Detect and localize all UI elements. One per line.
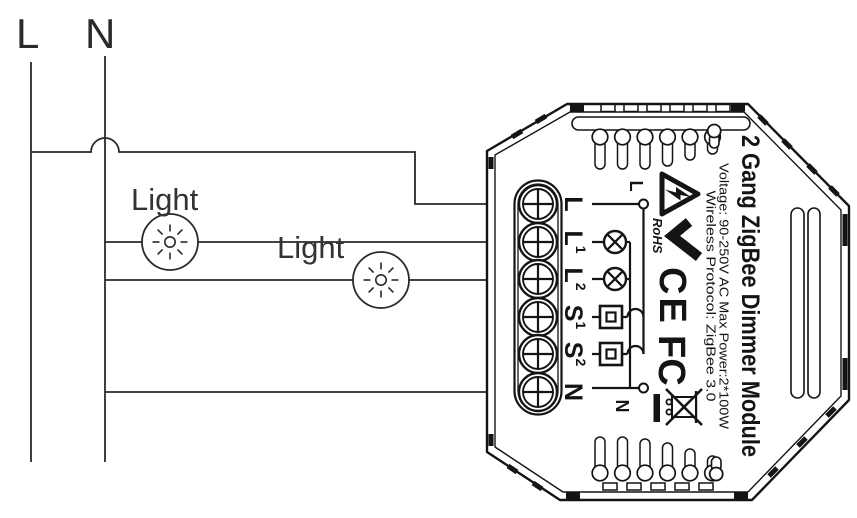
module-outline-inner [494, 111, 842, 493]
live-label: L [16, 10, 39, 57]
checkmark-icon [663, 218, 703, 261]
protocol-spec: Wireless Protocol: ZigBee 3.0 [704, 191, 718, 402]
mount-keyhole-bottom [708, 456, 724, 482]
certification-icons: RoHS CE FC [650, 171, 703, 426]
push-button-icon [592, 341, 645, 367]
bottom-edge-tabs [602, 482, 714, 491]
neutral-label: N [85, 10, 115, 57]
edge-notches [488, 104, 848, 500]
push-button-icon [592, 304, 645, 330]
schematic-neutral-label: N [612, 400, 632, 413]
terminal-block: L L1 L2 S1 S2 N [513, 179, 589, 416]
top-vent-slot [571, 116, 751, 131]
warning-triangle-icon [659, 171, 701, 217]
lamp-icon [592, 266, 630, 292]
internal-schematic [592, 198, 649, 394]
voltage-spec: Voltage: 90-250V AC Max Power:2*100W [717, 163, 731, 429]
schematic-live-label: L [626, 181, 646, 192]
screw-terminal [517, 183, 559, 225]
module-title: 2 Gang ZigBee Dimmer Module [736, 135, 764, 457]
light-symbol-2: Light [277, 230, 410, 309]
live-wire-to-module [31, 137, 490, 205]
connection-node [638, 382, 649, 394]
side-vent-slots [790, 207, 821, 399]
ce-mark-icon: CE [651, 267, 693, 326]
screw-terminal [517, 221, 559, 263]
wire-hop-arc [626, 307, 645, 318]
terminal-label: S1 [559, 305, 589, 330]
wire-hop-arc [626, 344, 645, 355]
connection-node [638, 198, 649, 210]
terminal-label: L1 [559, 230, 589, 253]
terminal-label: L2 [559, 267, 589, 290]
light2-label: Light [277, 230, 345, 265]
screw-terminal [517, 258, 559, 300]
light-symbol-1: Light [131, 182, 199, 271]
terminal-labels: L L1 L2 S1 S2 N [559, 196, 589, 401]
fcc-mark-icon: FC [650, 335, 692, 386]
light1-label: Light [131, 182, 199, 217]
screw-terminal [517, 333, 559, 375]
mount-keyhole-top [706, 123, 722, 149]
screw-terminal [517, 371, 559, 413]
terminal-label: S2 [559, 342, 589, 367]
terminal-label: L [559, 196, 587, 211]
module-outline-outer [485, 102, 851, 502]
screw-terminal [517, 296, 559, 338]
supply-lines [30, 56, 490, 462]
weee-bin-icon [653, 388, 703, 426]
top-edge-tabs [600, 103, 731, 113]
dimmer-module: L L1 L2 S1 S2 N [485, 102, 851, 502]
terminal-label: N [559, 383, 587, 401]
rohs-label: RoHS [650, 218, 665, 254]
screw-terminals [517, 183, 559, 413]
rohs-icon: RoHS [650, 218, 703, 261]
lamp-icon [592, 229, 630, 255]
